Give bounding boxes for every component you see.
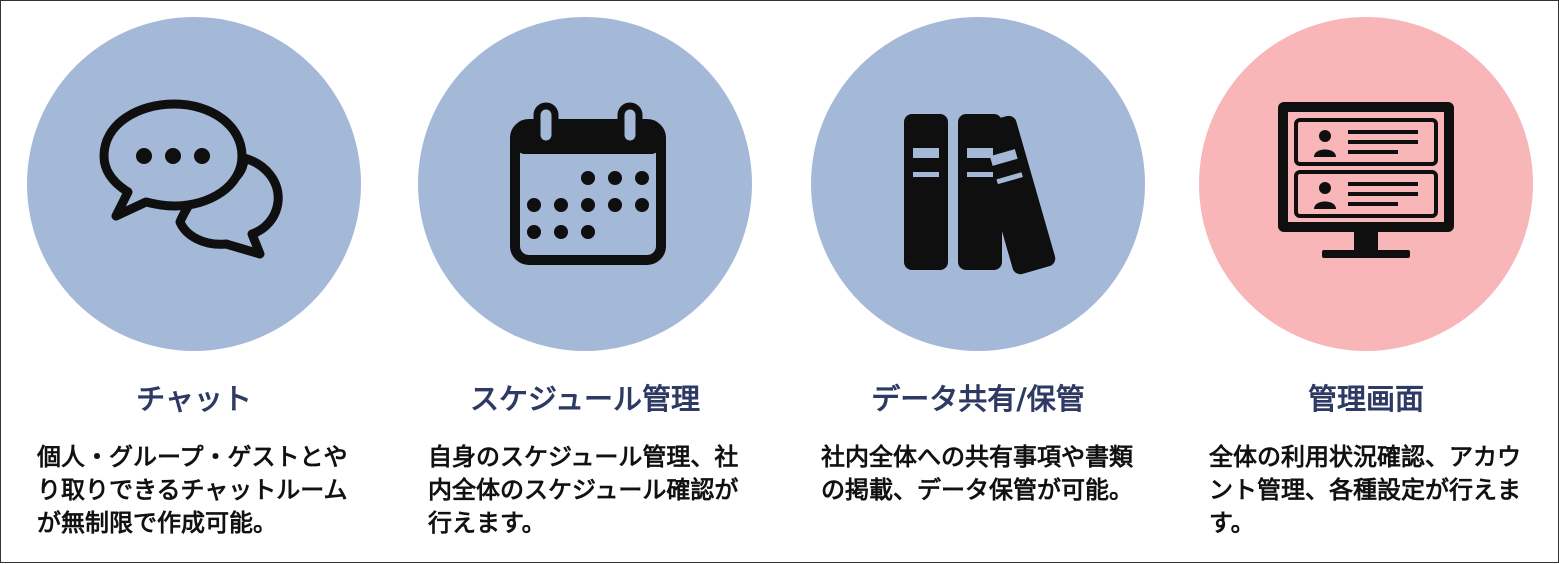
chat-bubbles-icon — [99, 99, 283, 259]
feature-data-sharing: データ共有/保管 社内全体への共有事項や書類の掲載、データ保管が可能。 — [811, 1, 1151, 564]
calendar-icon — [510, 102, 666, 265]
feature-description: 個人・グループ・ゲストとやり取りできるチャットルームが無制限で作成可能。 — [37, 443, 348, 537]
admin-monitor-icon — [1278, 102, 1454, 258]
feature-chat: チャット 個人・グループ・ゲストとやり取りできるチャットルームが無制限で作成可能… — [27, 1, 367, 564]
feature-title: チャット — [136, 382, 252, 416]
binders-icon — [904, 114, 1056, 275]
feature-schedule: スケジュール管理 自身のスケジュール管理、社内全体のスケジュール確認が行えます。 — [418, 1, 758, 564]
admin-circle — [1199, 17, 1533, 351]
feature-admin: 管理画面 全体の利用状況確認、アカウント管理、各種設定が行えます。 — [1199, 1, 1539, 564]
feature-description: 自身のスケジュール管理、社内全体のスケジュール確認が行えます。 — [428, 443, 739, 537]
feature-title: スケジュール管理 — [470, 382, 700, 416]
data-sharing-circle — [811, 17, 1145, 351]
feature-description: 社内全体への共有事項や書類の掲載、データ保管が可能。 — [821, 443, 1133, 504]
feature-description: 全体の利用状況確認、アカウント管理、各種設定が行えます。 — [1209, 443, 1521, 537]
chat-circle — [27, 17, 361, 351]
feature-title: 管理画面 — [1307, 382, 1424, 416]
schedule-circle — [418, 17, 752, 351]
feature-title: データ共有/保管 — [871, 382, 1085, 416]
